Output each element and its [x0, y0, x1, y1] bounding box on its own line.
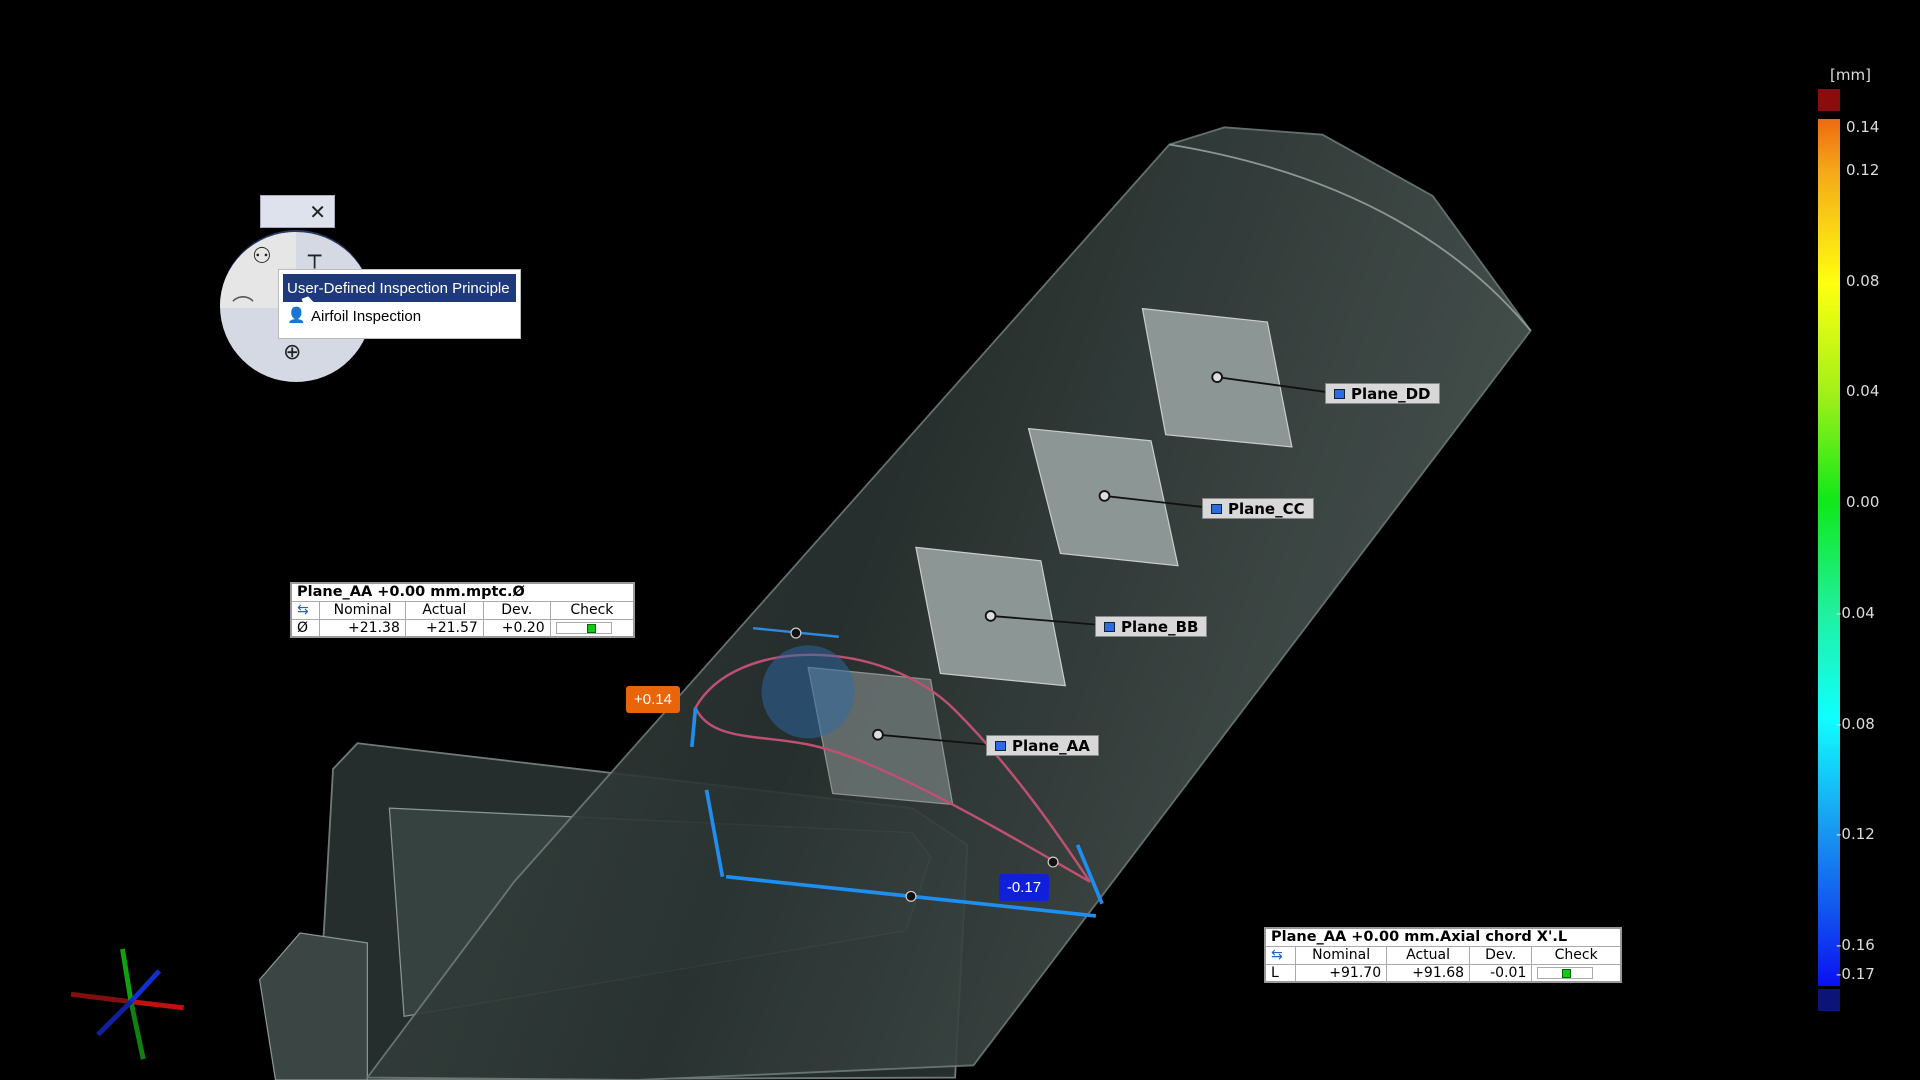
plane-name: Plane_AA [1012, 736, 1090, 755]
row-label: Ø [290, 618, 321, 638]
dimension-icon[interactable]: ┬ [308, 244, 322, 269]
plane-icon [1334, 388, 1345, 399]
plane-name: Plane_BB [1121, 617, 1199, 636]
scale-tick: -0.17 [1836, 965, 1875, 983]
inspection-principle-icon[interactable]: ⚇ [252, 244, 272, 269]
header-dev: Dev. [482, 600, 551, 620]
scale-tick: 0.00 [1846, 493, 1880, 511]
header-dev: Dev. [1469, 945, 1533, 965]
menu-item-label: Airfoil Inspection [311, 307, 422, 325]
table-row: Ø +21.38 +21.57 +0.20 [290, 618, 635, 638]
menu-item-label: User-Defined Inspection Principle [287, 279, 510, 297]
row-label: L [1264, 963, 1297, 983]
table-title: Plane_AA +0.00 mm.Axial chord X'.L [1264, 927, 1622, 947]
menu-item-airfoil-inspection[interactable]: 👤 Airfoil Inspection [283, 302, 516, 330]
deviation-value: -0.01 [1469, 963, 1533, 983]
scale-tick: -0.12 [1836, 825, 1875, 843]
header-nominal: Nominal [319, 600, 406, 620]
distance-icon: ⇆ [1264, 945, 1297, 965]
actual-value: +21.57 [404, 618, 484, 638]
coordinate-axis-triad [70, 948, 184, 1060]
plane-label-dd[interactable]: Plane_DD [1325, 383, 1440, 404]
max-deviation-label[interactable]: +0.14 [626, 686, 680, 713]
plane-label-bb[interactable]: Plane_BB [1095, 616, 1208, 637]
plane-icon [1104, 621, 1115, 632]
close-icon: ✕ [309, 199, 326, 224]
header-check: Check [1531, 945, 1622, 965]
color-scale-overflow-high [1818, 89, 1840, 111]
plane-name: Plane_DD [1351, 384, 1431, 403]
menu-item-user-defined[interactable]: User-Defined Inspection Principle [283, 274, 516, 302]
scale-tick: 0.04 [1846, 382, 1880, 400]
scale-tick: -0.08 [1836, 715, 1875, 733]
plane-icon [995, 740, 1006, 751]
plane-name: Plane_CC [1228, 499, 1305, 518]
color-scale-unit: [mm] [1830, 66, 1871, 84]
table-title: Plane_AA +0.00 mm.mptc.Ø [290, 582, 635, 602]
axial-chord-inspection-table[interactable]: Plane_AA +0.00 mm.Axial chord X'.L ⇆ Nom… [1264, 927, 1622, 983]
plane-label-cc[interactable]: Plane_CC [1202, 498, 1314, 519]
airfoil-icon[interactable]: ⌒ [232, 296, 255, 321]
min-deviation-label[interactable]: -0.17 [999, 874, 1049, 901]
distance-icon: ⇆ [290, 600, 321, 620]
plane-icon [1211, 503, 1222, 514]
plane-label-aa[interactable]: Plane_AA [986, 735, 1099, 756]
nominal-value: +21.38 [319, 618, 406, 638]
deviation-value: +0.20 [482, 618, 551, 638]
check-indicator [549, 618, 635, 638]
table-row: L +91.70 +91.68 -0.01 [1264, 963, 1622, 983]
color-scale-overflow-low [1818, 989, 1840, 1011]
scale-tick: -0.04 [1836, 604, 1875, 622]
header-check: Check [549, 600, 635, 620]
scale-tick: 0.14 [1846, 118, 1880, 136]
header-nominal: Nominal [1295, 945, 1388, 965]
close-button[interactable]: ✕ [260, 195, 335, 228]
scale-tick: 0.08 [1846, 272, 1880, 290]
diameter-inspection-table[interactable]: Plane_AA +0.00 mm.mptc.Ø ⇆ Nominal Actua… [290, 582, 635, 638]
crosshair-icon[interactable]: ⊕ [283, 340, 302, 365]
person-icon: 👤 [287, 307, 306, 324]
color-scale-bar [1818, 119, 1840, 986]
actual-value: +91.68 [1386, 963, 1471, 983]
base-foot [258, 932, 368, 1080]
header-actual: Actual [404, 600, 484, 620]
header-actual: Actual [1386, 945, 1471, 965]
radial-menu[interactable]: ⚇ ┬ ⌒ ⊕ [220, 230, 372, 382]
scale-tick: 0.12 [1846, 161, 1880, 179]
inspection-principle-menu: User-Defined Inspection Principle 👤 Airfo… [278, 269, 521, 339]
scale-tick: -0.16 [1836, 936, 1875, 954]
check-indicator [1531, 963, 1622, 983]
nominal-value: +91.70 [1295, 963, 1388, 983]
